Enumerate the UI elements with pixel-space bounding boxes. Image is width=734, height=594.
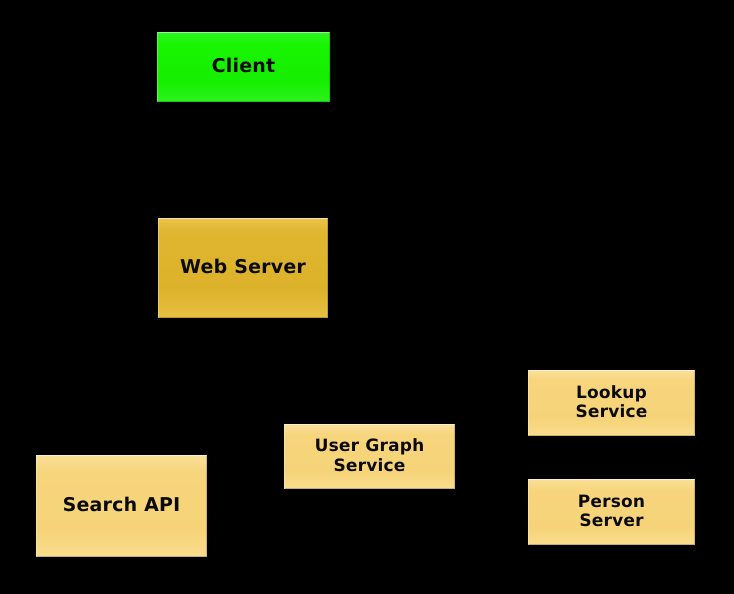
- node-search-api-label: Search API: [62, 494, 181, 517]
- node-user-graph-service[interactable]: User Graph Service: [284, 424, 455, 489]
- node-search-api[interactable]: Search API: [36, 455, 207, 557]
- node-web-server[interactable]: Web Server: [158, 218, 328, 318]
- node-person-server[interactable]: Person Server: [528, 479, 695, 545]
- node-web-server-label: Web Server: [180, 256, 306, 279]
- node-lookup-service[interactable]: Lookup Service: [528, 370, 695, 436]
- node-person-server-label: Person Server: [577, 491, 646, 531]
- node-user-graph-service-label: User Graph Service: [314, 436, 425, 476]
- node-client-label: Client: [211, 55, 276, 78]
- node-lookup-service-label: Lookup Service: [575, 382, 648, 422]
- node-client[interactable]: Client: [157, 32, 330, 102]
